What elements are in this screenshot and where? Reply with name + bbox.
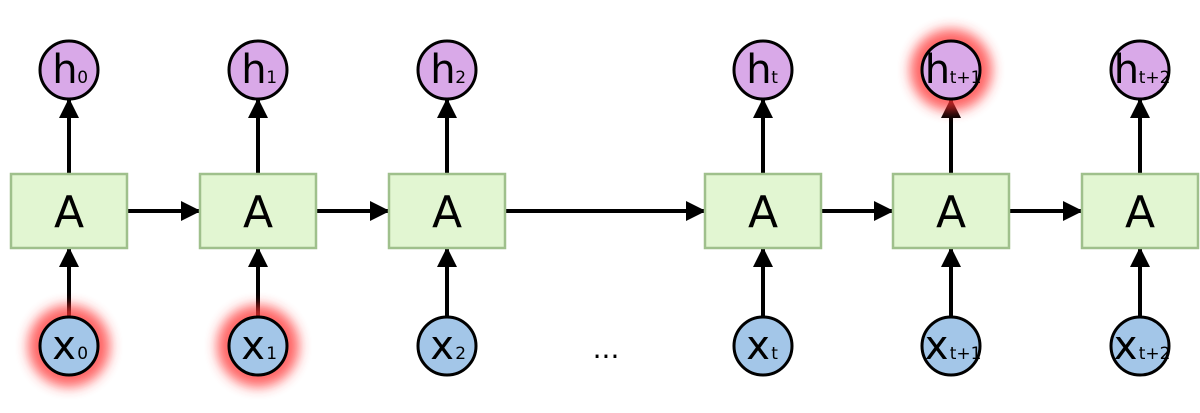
sequence-ellipsis: ... — [593, 332, 620, 365]
hidden-state-subscript: t — [771, 68, 778, 88]
hidden-state-symbol: h — [746, 47, 771, 93]
hidden-state-symbol: h — [1114, 47, 1139, 93]
hidden-state-subscript: 2 — [455, 68, 466, 88]
cell-label: A — [748, 187, 778, 238]
cell-label: A — [936, 187, 966, 238]
hidden-state-circle — [732, 39, 794, 101]
input-subscript: t+1 — [950, 344, 982, 364]
hidden-state-circle — [1109, 39, 1171, 101]
hidden-state-symbol: h — [241, 47, 266, 93]
cell-label: A — [432, 187, 462, 238]
cell-box — [891, 172, 1011, 250]
input-subscript: t — [771, 344, 778, 364]
input-symbol: x — [241, 323, 265, 369]
input-symbol: x — [430, 323, 454, 369]
cell-box — [9, 172, 129, 250]
hidden-state-circle — [416, 39, 478, 101]
input-subscript: 2 — [455, 344, 466, 364]
input-circle — [732, 315, 794, 377]
input-symbol: x — [925, 323, 949, 369]
hidden-state-subscript: 0 — [77, 68, 88, 88]
input-circle — [416, 315, 478, 377]
input-subscript: 0 — [77, 344, 88, 364]
hidden-state-symbol: h — [925, 47, 950, 93]
input-symbol: x — [52, 323, 76, 369]
hidden-state-symbol: h — [430, 47, 455, 93]
input-circle — [227, 315, 289, 377]
cell-box — [198, 172, 318, 250]
cell-label: A — [243, 187, 273, 238]
hidden-state-circle — [38, 39, 100, 101]
hidden-state-subscript: t+1 — [950, 68, 982, 88]
input-circle — [1109, 315, 1171, 377]
cell-box — [387, 172, 507, 250]
cell-label: A — [1125, 187, 1155, 238]
hidden-state-circle — [227, 39, 289, 101]
input-symbol: x — [1114, 323, 1138, 369]
input-subscript: 1 — [266, 344, 277, 364]
input-circle — [38, 315, 100, 377]
cell-label: A — [54, 187, 84, 238]
hidden-state-circle — [920, 39, 982, 101]
hidden-state-symbol: h — [52, 47, 77, 93]
input-circle — [920, 315, 982, 377]
hidden-state-subscript: 1 — [266, 68, 277, 88]
cell-box — [703, 172, 823, 250]
hidden-state-subscript: t+2 — [1139, 68, 1171, 88]
input-symbol: x — [746, 323, 770, 369]
cell-box — [1080, 172, 1200, 250]
input-subscript: t+2 — [1139, 344, 1171, 364]
